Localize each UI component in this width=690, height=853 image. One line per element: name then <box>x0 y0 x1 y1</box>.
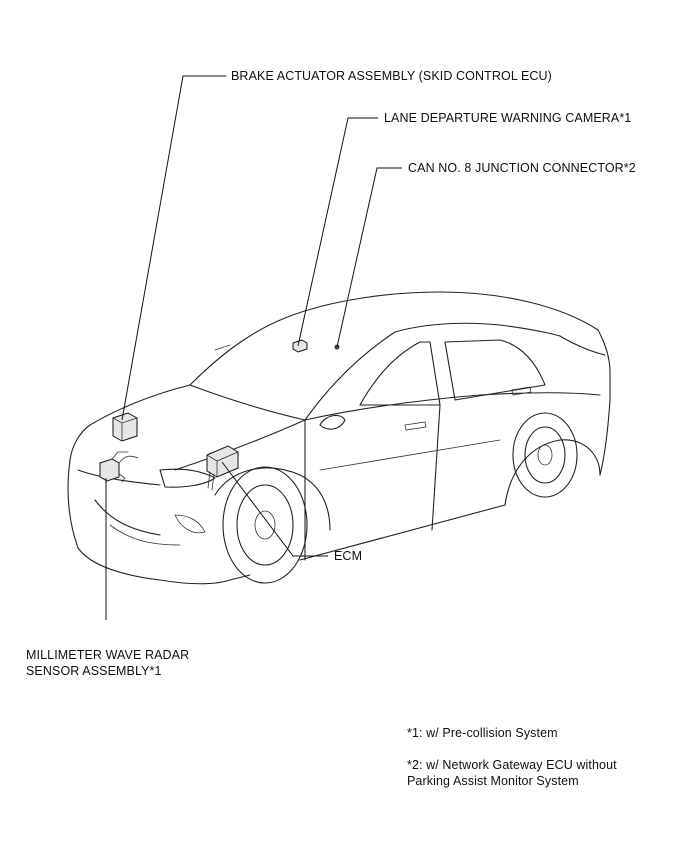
leader-can-connector <box>336 167 402 348</box>
label-lane-camera: LANE DEPARTURE WARNING CAMERA*1 <box>384 111 632 125</box>
leader-brake-actuator <box>121 75 226 421</box>
leader-lines <box>105 75 402 620</box>
label-radar-line2: SENSOR ASSEMBLY*1 <box>26 664 162 678</box>
note-2-line1: *2: w/ Network Gateway ECU without <box>407 758 617 772</box>
radar-sensor-part <box>99 451 139 483</box>
label-can-connector: CAN NO. 8 JUNCTION CONNECTOR*2 <box>408 161 636 175</box>
note-1: *1: w/ Pre-collision System <box>407 726 558 740</box>
brake-actuator-part <box>112 412 138 442</box>
label-radar-line1: MILLIMETER WAVE RADAR <box>26 648 190 662</box>
ecm-part <box>206 445 239 491</box>
leader-lane-camera <box>297 117 378 347</box>
lane-camera-part <box>292 339 308 353</box>
car-body <box>67 291 611 585</box>
note-2-line2: Parking Assist Monitor System <box>407 774 579 788</box>
leader-ecm <box>221 461 328 557</box>
label-ecm: ECM <box>334 549 363 563</box>
label-brake-actuator: BRAKE ACTUATOR ASSEMBLY (SKID CONTROL EC… <box>231 69 552 83</box>
